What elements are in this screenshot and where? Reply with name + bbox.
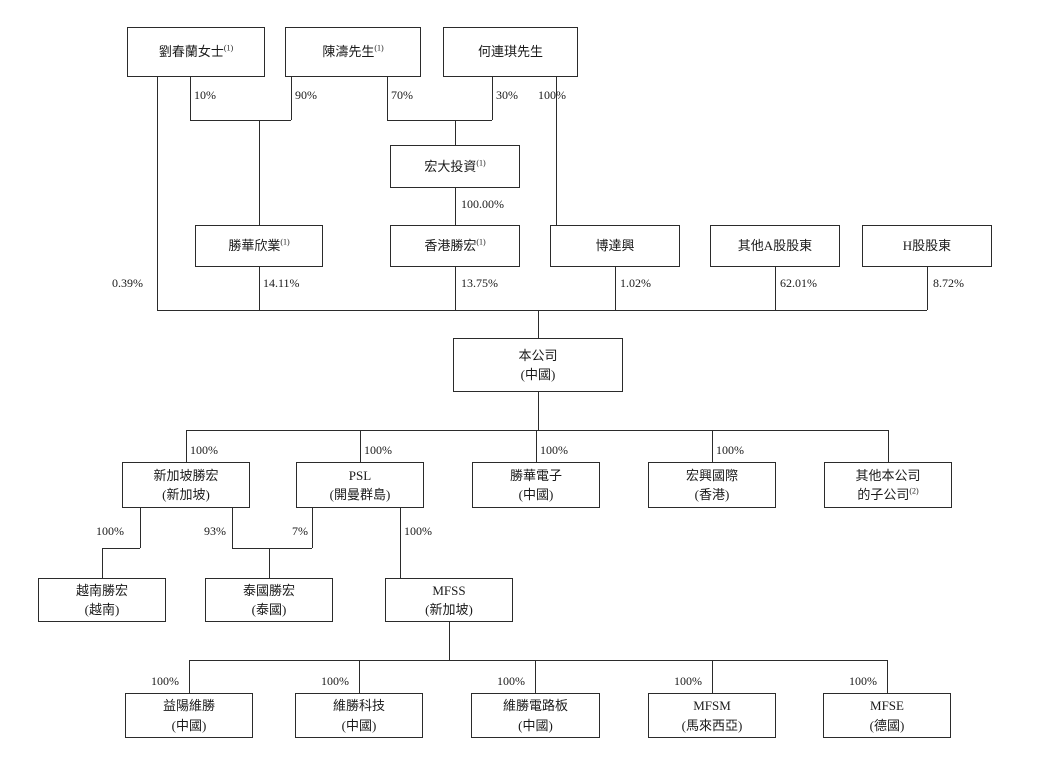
- node-mfss: MFSS (新加坡): [385, 578, 513, 622]
- pct-mfss-mfse: 100%: [849, 674, 877, 688]
- connector-hongda-hk: [455, 188, 456, 225]
- pct-othera-company: 62.01%: [780, 276, 817, 290]
- connector-bus-mfse: [887, 660, 888, 693]
- connector-bus-wtech: [359, 660, 360, 693]
- pct-mfss-wtech: 100%: [321, 674, 349, 688]
- node-hk-shenghong: 香港勝宏(1): [390, 225, 520, 267]
- pct-hshare-company: 8.72%: [933, 276, 964, 290]
- connector-mfss-bus: [189, 660, 887, 661]
- connector-bodaxing-bus: [615, 267, 616, 310]
- connector-psl-mfss: [400, 508, 401, 578]
- node-h-shareholders: H股股東: [862, 225, 992, 267]
- connector-sg-vn-drop: [140, 508, 141, 548]
- connector-bus-othersubs: [888, 430, 889, 462]
- pct-psl-mfss: 100%: [404, 524, 432, 538]
- node-weisheng-pcb: 維勝電路板 (中國): [471, 693, 600, 738]
- connector-chen-hongda: [387, 77, 388, 120]
- connector-psl-th-drop: [312, 508, 313, 548]
- pct-he-bodaxing: 100%: [538, 88, 566, 102]
- node-yiyang-weisheng: 益陽維勝 (中國): [125, 693, 253, 738]
- pct-bodaxing-company: 1.02%: [620, 276, 651, 290]
- pct-liu-shenghua: 10%: [194, 88, 216, 102]
- pct-hk-company: 13.75%: [461, 276, 498, 290]
- connector-mfss-bus3: [449, 622, 450, 660]
- connector-chen-shenghua: [291, 77, 292, 120]
- node-singapore-shenghong: 新加坡勝宏 (新加坡): [122, 462, 250, 508]
- connector-th-h: [232, 548, 312, 549]
- node-hongda-investment: 宏大投資(1): [390, 145, 520, 188]
- connector-bus-hongxing: [712, 430, 713, 462]
- connector-bus-company: [538, 310, 539, 338]
- node-he-lianqi: 何連琪先生: [443, 27, 578, 77]
- connector-sg-th-drop: [232, 508, 233, 548]
- connector-sg-vn-h: [102, 548, 140, 549]
- pct-liu-company: 0.39%: [112, 276, 143, 290]
- node-weisheng-tech: 維勝科技 (中國): [295, 693, 423, 738]
- pct-mfss-mfsm: 100%: [674, 674, 702, 688]
- connector-bus-mfsm: [712, 660, 713, 693]
- connector-liu-company: [157, 77, 158, 310]
- connector-he-hongda: [492, 77, 493, 120]
- node-hongxing-intl: 宏興國際 (香港): [648, 462, 776, 508]
- connector-junction-hongda: [455, 120, 456, 145]
- node-other-subsidiaries: 其他本公司 的子公司(2): [824, 462, 952, 508]
- pct-he-hongda: 30%: [496, 88, 518, 102]
- node-company: 本公司 (中國): [453, 338, 623, 392]
- connector-th-in: [269, 548, 270, 578]
- node-mfsm: MFSM (馬來西亞): [648, 693, 776, 738]
- connector-junction-shenghua: [259, 120, 260, 225]
- pct-psl-th: 7%: [292, 524, 308, 538]
- connector-shareholder-bus: [157, 310, 927, 311]
- pct-sg-vn: 100%: [96, 524, 124, 538]
- node-thailand-shenghong: 泰國勝宏 (泰國): [205, 578, 333, 622]
- connector-bus-psl: [360, 430, 361, 462]
- connector-he-bodaxing: [556, 77, 557, 225]
- node-mfse: MFSE (德國): [823, 693, 951, 738]
- node-psl: PSL (開曼群島): [296, 462, 424, 508]
- pct-mfss-yiyang: 100%: [151, 674, 179, 688]
- node-chen-tao: 陳濤先生(1): [285, 27, 421, 77]
- pct-hongda-hk: 100.00%: [461, 197, 504, 211]
- connector-liu-shenghua: [190, 77, 191, 120]
- node-other-a-shareholders: 其他A股股東: [710, 225, 840, 267]
- pct-chen-hongda: 70%: [391, 88, 413, 102]
- node-bodaxing: 博達興: [550, 225, 680, 267]
- connector-hongda-junction: [387, 120, 492, 121]
- pct-company-sg: 100%: [190, 443, 218, 457]
- connector-bus-yiyang: [189, 660, 190, 693]
- connector-bus-sg: [186, 430, 187, 462]
- pct-company-hongxing: 100%: [716, 443, 744, 457]
- pct-mfss-wpcb: 100%: [497, 674, 525, 688]
- connector-vn-in: [102, 548, 103, 578]
- node-liu-chunlan: 劉春蘭女士(1): [127, 27, 265, 77]
- connector-bus-elec: [536, 430, 537, 462]
- pct-shenghua-company: 14.11%: [263, 276, 300, 290]
- connector-subsidiary-bus: [186, 430, 888, 431]
- connector-bus-wpcb: [535, 660, 536, 693]
- connector-hk-bus: [455, 267, 456, 310]
- node-shenghua-xinye: 勝華欣業(1): [195, 225, 323, 267]
- node-shenghua-electronics: 勝華電子 (中國): [472, 462, 600, 508]
- connector-othera-bus: [775, 267, 776, 310]
- pct-company-elec: 100%: [540, 443, 568, 457]
- connector-hshare-bus: [927, 267, 928, 310]
- connector-shenghua-bus: [259, 267, 260, 310]
- pct-company-psl: 100%: [364, 443, 392, 457]
- node-vietnam-shenghong: 越南勝宏 (越南): [38, 578, 166, 622]
- connector-shenghua-junction: [190, 120, 291, 121]
- pct-sg-th: 93%: [204, 524, 226, 538]
- connector-company-bus2: [538, 392, 539, 430]
- pct-chen-shenghua: 90%: [295, 88, 317, 102]
